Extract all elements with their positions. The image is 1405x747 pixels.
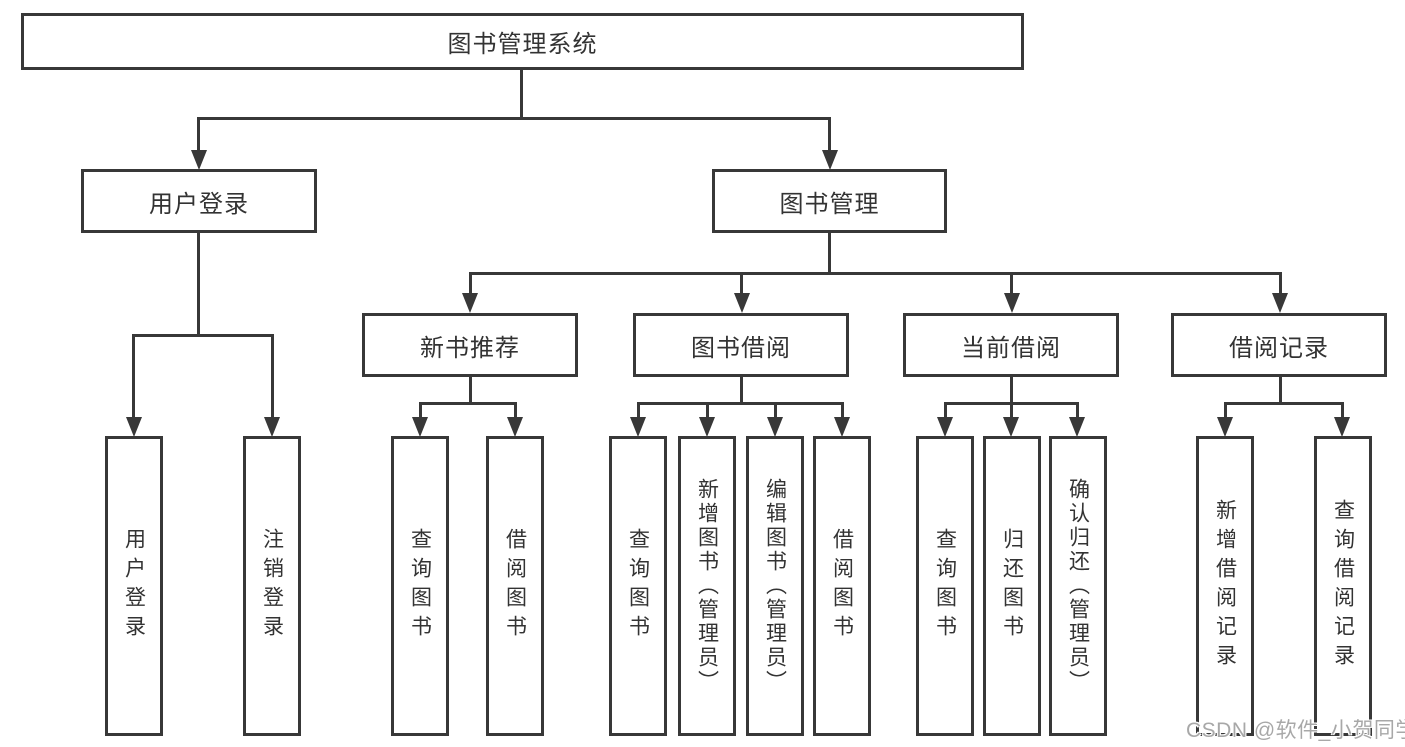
connector-user-login-trunk	[197, 233, 200, 337]
leaf-recommend-query-book-label: 查询图书	[408, 528, 432, 644]
node-book-management: 图书管理	[712, 169, 947, 233]
leaf-current-return-book: 归还图书	[983, 436, 1041, 736]
node-current-borrow-label: 当前借阅	[961, 334, 1061, 362]
connector-drop-g3-add	[706, 402, 709, 418]
leaf-current-confirm-return-admin-label: 确认归还（管理员）	[1066, 478, 1090, 694]
arrowhead-g4-query	[937, 417, 953, 437]
arrowhead-g2-borrow	[507, 417, 523, 437]
arrowhead-g4-confirm	[1069, 417, 1085, 437]
connector-book-management-trunk	[828, 233, 831, 274]
leaf-borrow-add-book-admin-label: 新增图书（管理员）	[695, 478, 719, 694]
arrowhead-user-login	[191, 150, 207, 170]
connector-drop-current-borrow	[1010, 272, 1013, 295]
node-borrow-records-label: 借阅记录	[1229, 334, 1329, 362]
arrowhead-g3-add	[699, 417, 715, 437]
connector-drop-g3-query	[637, 402, 640, 418]
leaf-user-login: 用户登录	[105, 436, 163, 736]
leaf-current-query-book: 查询图书	[916, 436, 974, 736]
connector-root-trunk	[520, 70, 523, 119]
connector-new-book-rail	[419, 402, 517, 405]
connector-drop-g4-confirm	[1076, 402, 1079, 418]
connector-drop-g4-return	[1010, 402, 1013, 418]
leaf-current-return-book-label: 归还图书	[1000, 528, 1024, 644]
connector-drop-g2-query	[419, 402, 422, 418]
arrowhead-g5-add	[1217, 417, 1233, 437]
connector-drop-book-borrow	[740, 272, 743, 295]
connector-new-book-trunk	[469, 377, 472, 405]
arrowhead-g3-edit	[767, 417, 783, 437]
connector-drop-g2-borrow	[514, 402, 517, 418]
arrowhead-g5-query	[1334, 417, 1350, 437]
leaf-user-login-label: 用户登录	[122, 528, 146, 644]
leaf-logout-label: 注销登录	[260, 528, 284, 644]
arrowhead-book-borrow	[734, 293, 750, 313]
node-new-book-recommend-label: 新书推荐	[420, 334, 520, 362]
connector-drop-book-management	[828, 117, 831, 152]
leaf-borrow-borrow-book-label: 借阅图书	[830, 528, 854, 644]
leaf-recommend-query-book: 查询图书	[391, 436, 449, 736]
csdn-watermark: CSDN @软件_小贺同学	[1186, 719, 1405, 742]
connector-drop-g3-edit	[774, 402, 777, 418]
arrowhead-current-borrow	[1004, 293, 1020, 313]
node-root-label: 图书管理系统	[447, 31, 598, 58]
connector-drop-user-login	[197, 117, 200, 152]
connector-book-borrow-trunk	[740, 377, 743, 405]
connector-borrow-records-rail	[1224, 402, 1344, 405]
arrowhead-g3-query	[630, 417, 646, 437]
leaf-recommend-borrow-book-label: 借阅图书	[503, 528, 527, 644]
leaf-records-add-record: 新增借阅记录	[1196, 436, 1254, 736]
connector-drop-g3-borrow	[841, 402, 844, 418]
arrowhead-new-book	[462, 293, 478, 313]
connector-user-login-rail	[132, 334, 274, 337]
connector-drop-g5-add	[1224, 402, 1227, 418]
connector-level2-rail	[197, 117, 831, 120]
leaf-records-query-record: 查询借阅记录	[1314, 436, 1372, 736]
arrowhead-leaf-login	[126, 417, 142, 437]
connector-borrow-records-trunk	[1279, 377, 1282, 405]
leaf-borrow-query-book: 查询图书	[609, 436, 667, 736]
leaf-records-add-record-label: 新增借阅记录	[1213, 499, 1237, 673]
node-book-borrow: 图书借阅	[633, 313, 849, 377]
leaf-borrow-edit-book-admin: 编辑图书（管理员）	[746, 436, 804, 736]
leaf-borrow-borrow-book: 借阅图书	[813, 436, 871, 736]
leaf-current-query-book-label: 查询图书	[933, 528, 957, 644]
leaf-borrow-add-book-admin: 新增图书（管理员）	[678, 436, 736, 736]
leaf-current-confirm-return-admin: 确认归还（管理员）	[1049, 436, 1107, 736]
connector-current-borrow-trunk	[1010, 377, 1013, 405]
connector-book-borrow-rail	[637, 402, 844, 405]
connector-drop-new-book	[469, 272, 472, 295]
connector-drop-g5-query	[1341, 402, 1344, 418]
connector-drop-borrow-records	[1279, 272, 1282, 295]
connector-level3-rail	[469, 272, 1282, 275]
connector-drop-leaf-login	[132, 334, 135, 418]
leaf-logout: 注销登录	[243, 436, 301, 736]
node-root: 图书管理系统	[21, 13, 1024, 70]
arrowhead-g3-borrow	[834, 417, 850, 437]
node-current-borrow: 当前借阅	[903, 313, 1119, 377]
node-book-management-label: 图书管理	[779, 190, 880, 218]
leaf-recommend-borrow-book: 借阅图书	[486, 436, 544, 736]
arrowhead-leaf-logout	[264, 417, 280, 437]
leaf-borrow-edit-book-admin-label: 编辑图书（管理员）	[763, 478, 787, 694]
node-new-book-recommend: 新书推荐	[362, 313, 578, 377]
arrowhead-g4-return	[1003, 417, 1019, 437]
arrowhead-book-management	[822, 150, 838, 170]
connector-drop-g4-query	[944, 402, 947, 418]
node-book-borrow-label: 图书借阅	[691, 334, 791, 362]
arrowhead-borrow-records	[1272, 293, 1288, 313]
node-user-login-label: 用户登录	[149, 190, 249, 218]
arrowhead-g2-query	[412, 417, 428, 437]
leaf-records-query-record-label: 查询借阅记录	[1331, 499, 1355, 673]
node-borrow-records: 借阅记录	[1171, 313, 1387, 377]
node-user-login: 用户登录	[81, 169, 317, 233]
connector-drop-leaf-logout	[271, 334, 274, 418]
leaf-borrow-query-book-label: 查询图书	[626, 528, 650, 644]
